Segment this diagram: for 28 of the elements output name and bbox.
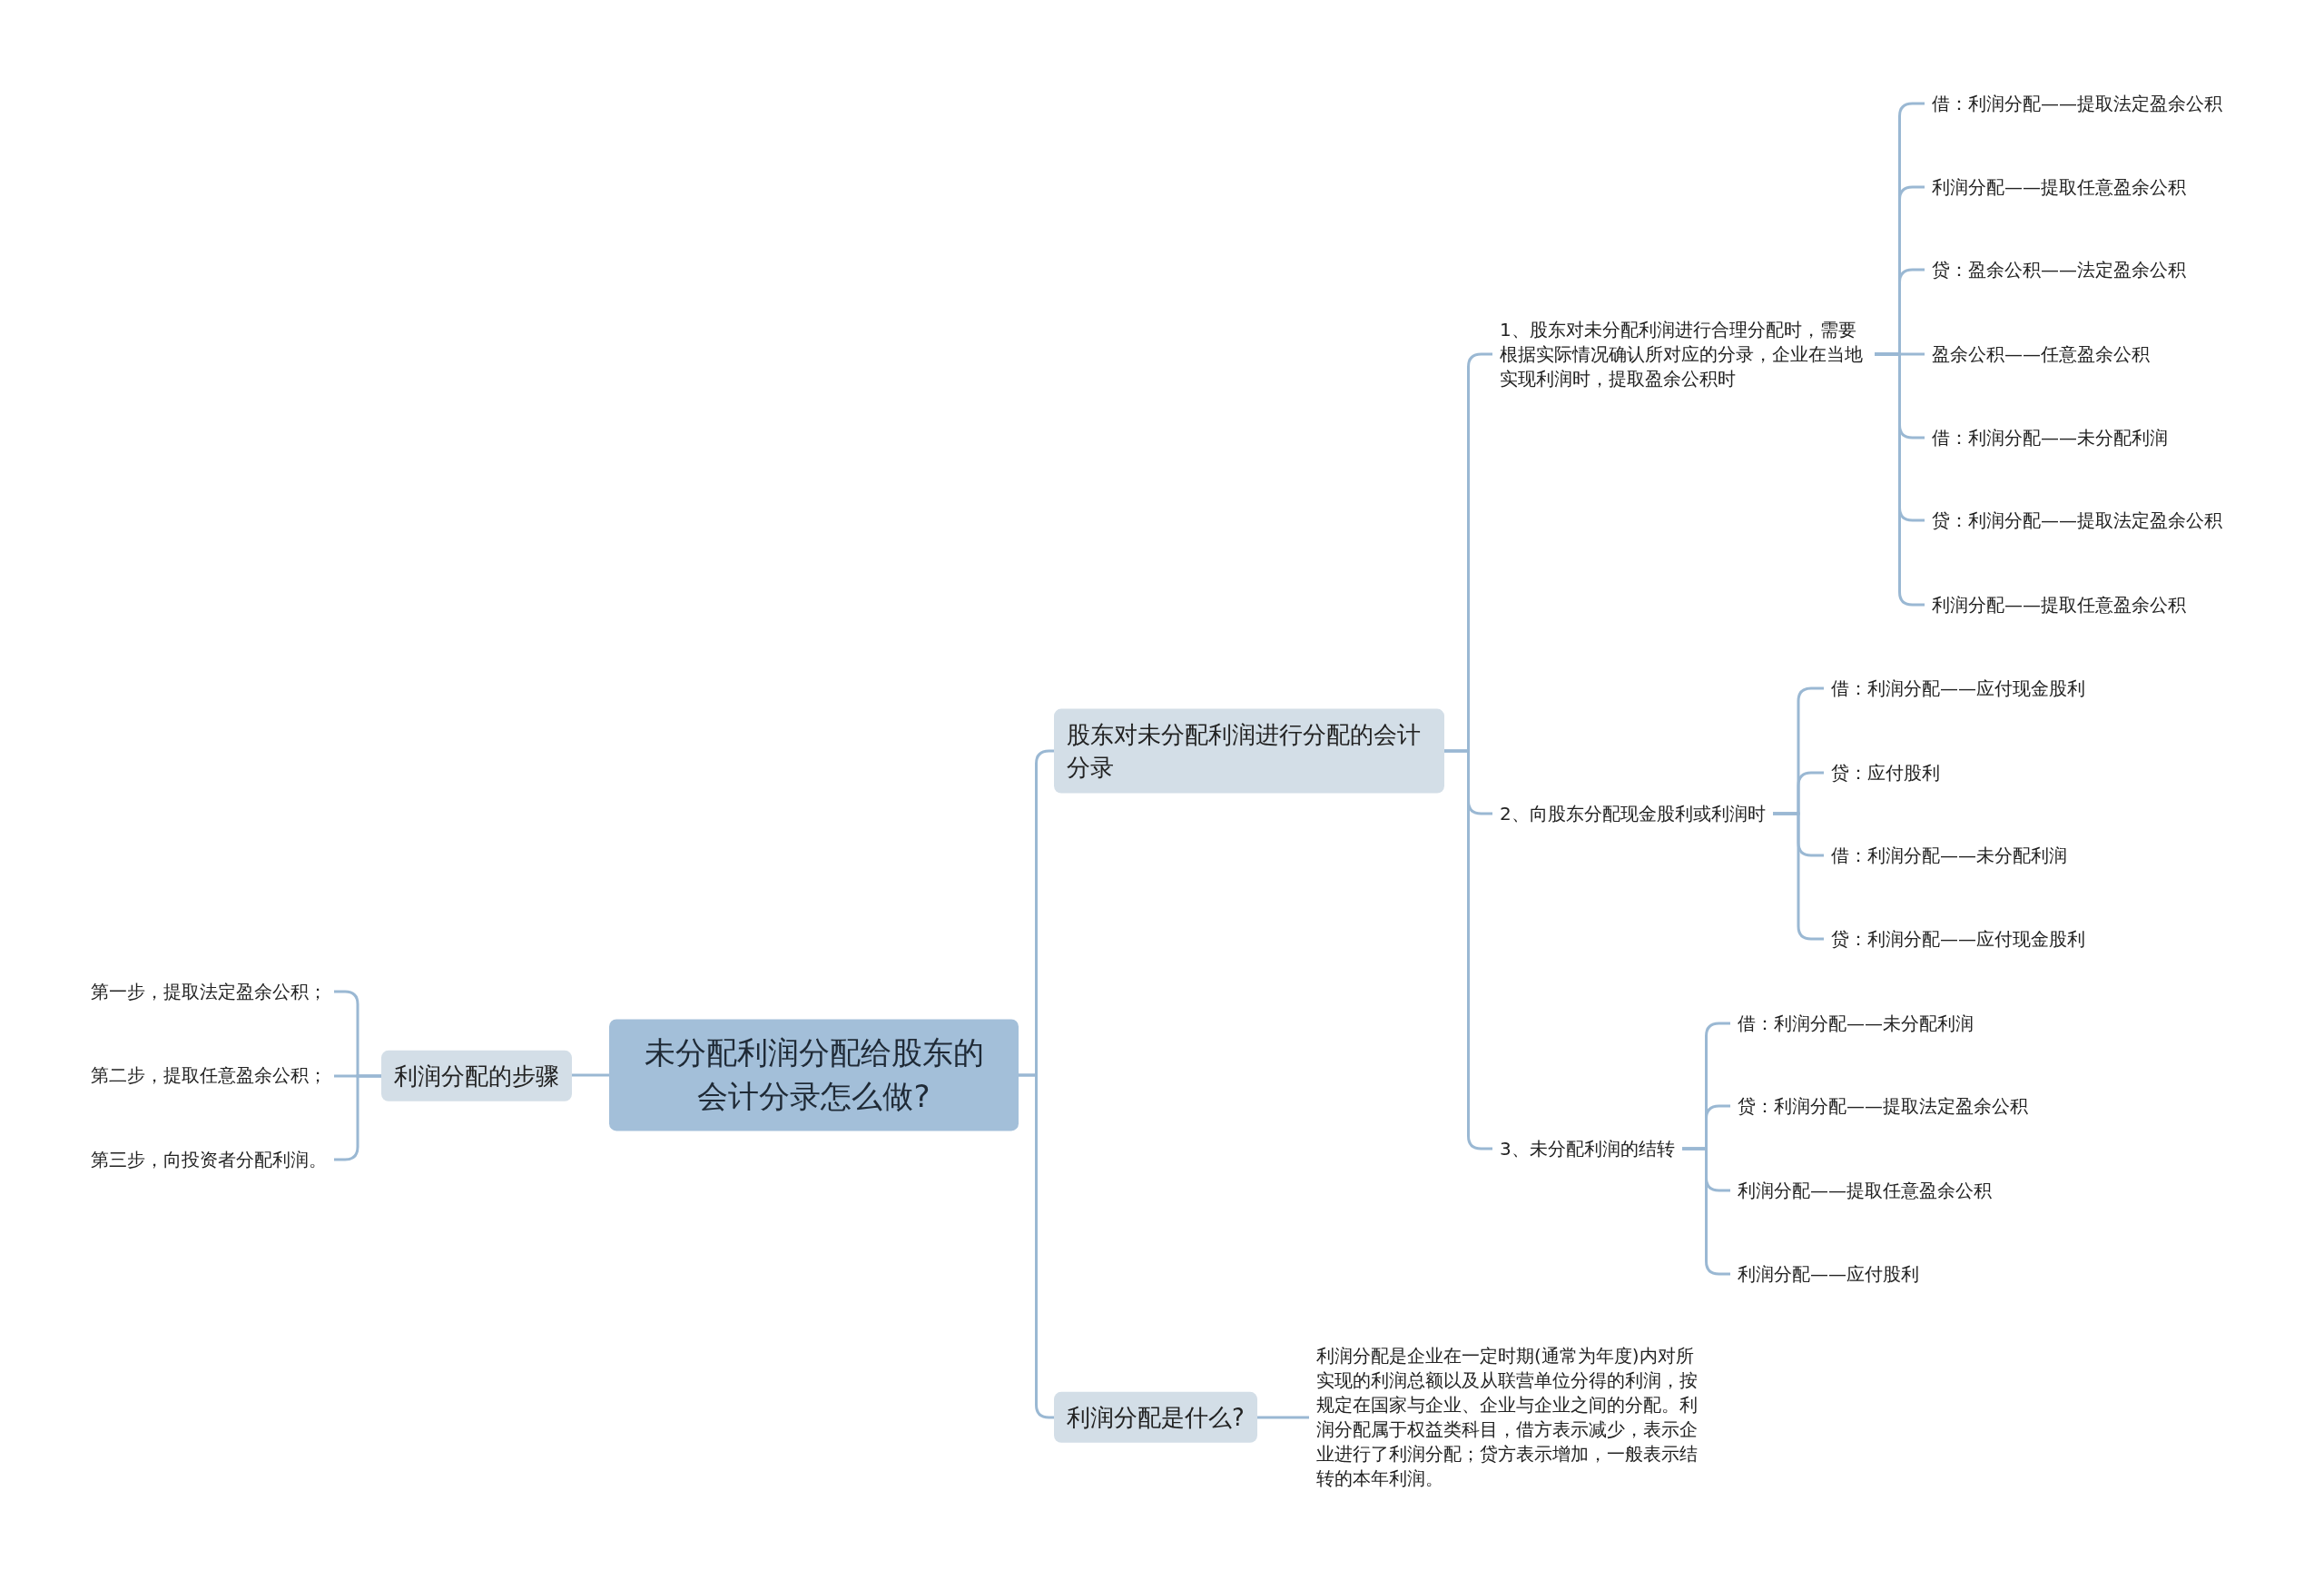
topic-text: 利润分配——提取任意盈余公积: [1925, 171, 2193, 203]
central-topic-box: 未分配利润分配给股东的会计分录怎么做?: [609, 1019, 1019, 1131]
topic-paragraph: 1、股东对未分配利润进行合理分配时，需要根据实际情况确认所对应的分录，企业在当地实现利润时，提取盈余公积时: [1492, 313, 1875, 395]
topic-text: 贷：利润分配——提取法定盈余公积: [1730, 1090, 2035, 1122]
topic-text: 盈余公积——任意盈余公积: [1925, 338, 2157, 370]
topic-text: 贷：盈余公积——法定盈余公积: [1925, 253, 2193, 286]
connector-line: [1257, 1416, 1309, 1419]
topic-text: 借：利润分配——未分配利润: [1925, 421, 2175, 454]
topic-box: 利润分配的步骤: [381, 1050, 572, 1102]
connector-line: [572, 1073, 609, 1077]
topic-paragraph: 利润分配是企业在一定时期(通常为年度)内对所实现的利润总额以及从联营单位分得的利润，按规定在国家与企业、企业与企业之间的分配。利润分配属于权益类科目，借方表示减少，表示企业进行了利润分配；贷方表示增加，一般表示结转的本年利润。: [1309, 1340, 1709, 1495]
topic-text: 贷：利润分配——应付现金股利: [1824, 923, 2093, 955]
topic-text: 借：利润分配——未分配利润: [1730, 1007, 1981, 1040]
topic-text: 借：利润分配——未分配利润: [1824, 839, 2074, 872]
topic-box: 利润分配是什么?: [1054, 1391, 1257, 1444]
topic-text: 第一步，提取法定盈余公积；: [84, 975, 334, 1008]
topic-text: 贷：利润分配——提取法定盈余公积: [1925, 504, 2230, 537]
topic-text: 贷：应付股利: [1824, 756, 1947, 789]
topic-text: 第三步，向投资者分配利润。: [84, 1143, 334, 1176]
topic-text: 3、未分配利润的结转: [1492, 1132, 1682, 1165]
topic-text: 第二步，提取任意盈余公积；: [84, 1059, 334, 1091]
topic-text: 借：利润分配——提取法定盈余公积: [1925, 87, 2230, 120]
topic-text: 借：利润分配——应付现金股利: [1824, 672, 2093, 705]
topic-text: 2、向股东分配现金股利或利润时: [1492, 797, 1773, 830]
topic-text: 利润分配——提取任意盈余公积: [1925, 588, 2193, 621]
topic-text: 利润分配——应付股利: [1730, 1258, 1926, 1290]
topic-text: 利润分配——提取任意盈余公积: [1730, 1174, 1999, 1207]
topic-box: 股东对未分配利润进行分配的会计分录: [1054, 708, 1444, 794]
